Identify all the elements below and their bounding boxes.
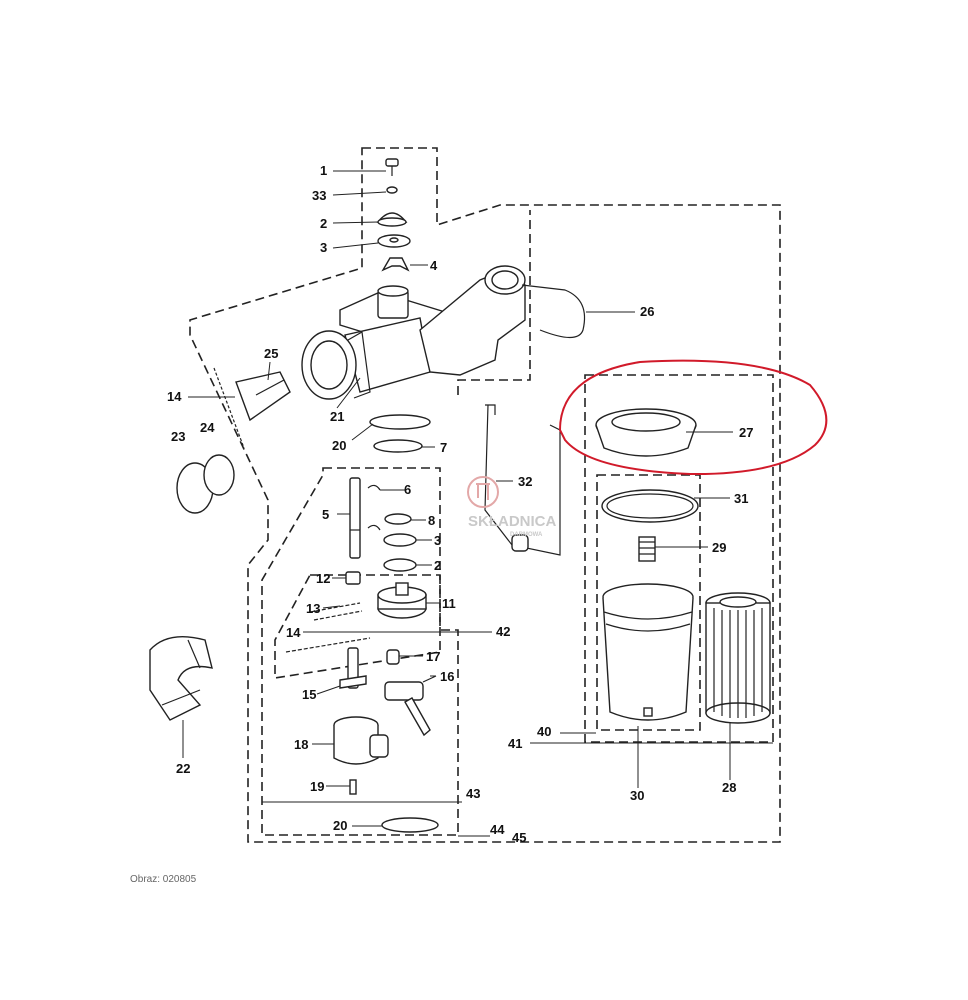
part-disk-3-lower (383, 533, 417, 547)
label-part-20-lower: 20 (333, 818, 347, 833)
part-pipe-nozzle (511, 534, 529, 552)
label-part-22: 22 (176, 761, 190, 776)
part-handle-26 (521, 284, 586, 339)
label-part-16: 16 (440, 669, 454, 684)
label-part-8: 8 (428, 513, 435, 528)
highlight-circle (558, 359, 828, 476)
label-part-30: 30 (630, 788, 644, 803)
part-ring-20-upper (369, 414, 431, 430)
part-washer-33 (386, 186, 398, 194)
label-part-43: 43 (466, 786, 480, 801)
part-cap-2-lower (383, 558, 417, 572)
part-pump-housing-21 (301, 265, 526, 400)
label-part-7: 7 (440, 440, 447, 455)
watermark-main: SKŁADNICA (468, 513, 556, 530)
part-plug-17 (386, 649, 400, 665)
watermark-sub: DARMOWA (510, 532, 543, 538)
label-part-40: 40 (537, 724, 551, 739)
label-part-3-lower: 3 (434, 533, 441, 548)
label-part-4: 4 (430, 258, 438, 273)
label-part-20-upper: 20 (332, 438, 346, 453)
label-part-6: 6 (404, 482, 411, 497)
label-part-33: 33 (312, 188, 326, 203)
label-part-12: 12 (316, 571, 330, 586)
label-part-19: 19 (310, 779, 324, 794)
label-part-11: 11 (442, 596, 456, 611)
label-part-45: 45 (512, 830, 526, 845)
leader-lines (182, 170, 773, 837)
part-spring-29 (638, 536, 656, 562)
label-part-2-upper: 2 (320, 216, 327, 231)
label-part-18: 18 (294, 737, 308, 752)
part-bowl-30 (602, 583, 694, 721)
label-part-15: 15 (302, 687, 316, 702)
part-shaft-5 (349, 477, 361, 559)
label-part-44: 44 (490, 822, 505, 837)
label-part-23: 23 (171, 429, 185, 444)
part-filter-28 (705, 592, 771, 724)
part-body-18 (333, 716, 389, 765)
label-part-32: 32 (518, 474, 532, 489)
part-oring-24 (203, 454, 235, 496)
assembly-boundary-inner (457, 210, 531, 395)
label-part-41: 41 (508, 736, 522, 751)
label-part-3-upper: 3 (320, 240, 327, 255)
label-part-5: 5 (322, 507, 329, 522)
part-lever-16 (384, 675, 437, 737)
label-part-13: 13 (306, 601, 320, 616)
assembly-boundary-lever (274, 574, 441, 679)
label-part-27: 27 (739, 425, 753, 440)
assembly-boundary-valve (261, 467, 459, 836)
assembly-boundary-filter (584, 374, 774, 743)
label-part-42: 42 (496, 624, 510, 639)
label-part-2-lower: 2 (434, 558, 441, 573)
part-seal-31 (601, 489, 699, 523)
part-strip-14-lower (285, 637, 371, 653)
label-part-14-upper: 14 (167, 389, 182, 404)
label-part-28: 28 (722, 780, 736, 795)
part-cap-2-upper (376, 212, 408, 227)
part-clips-6 (367, 484, 381, 531)
part-ring-20-lower (381, 817, 439, 833)
part-valve-11 (377, 582, 427, 619)
label-part-26: 26 (640, 304, 654, 319)
part-gasket-14-upper (213, 367, 245, 449)
part-filter-nut-27 (595, 408, 697, 457)
part-ring-7 (373, 439, 423, 453)
part-screw-1 (385, 158, 399, 176)
part-nut-12 (345, 571, 361, 585)
assembly-boundary-bowl (596, 474, 701, 731)
part-pin-19 (349, 779, 357, 795)
label-part-1: 1 (320, 163, 327, 178)
label-part-25: 25 (264, 346, 278, 361)
label-part-21: 21 (330, 409, 344, 424)
label-part-29: 29 (712, 540, 726, 555)
label-part-17: 17 (426, 649, 440, 664)
label-part-14-lower: 14 (286, 625, 301, 640)
part-clip-4 (381, 257, 410, 272)
part-elbow-22 (149, 636, 213, 721)
part-wedge-25 (235, 371, 291, 422)
part-pipe-32 (484, 404, 561, 556)
part-spindle-15 (339, 647, 367, 689)
label-part-31: 31 (734, 491, 748, 506)
part-pins-13 (309, 602, 363, 621)
part-8 (384, 513, 412, 525)
part-disk-3-upper (377, 234, 411, 248)
image-caption: Obraz: 020805 (130, 874, 197, 885)
watermark-logo: SKŁADNICA DARMOWA (467, 476, 556, 538)
label-part-24: 24 (200, 420, 215, 435)
